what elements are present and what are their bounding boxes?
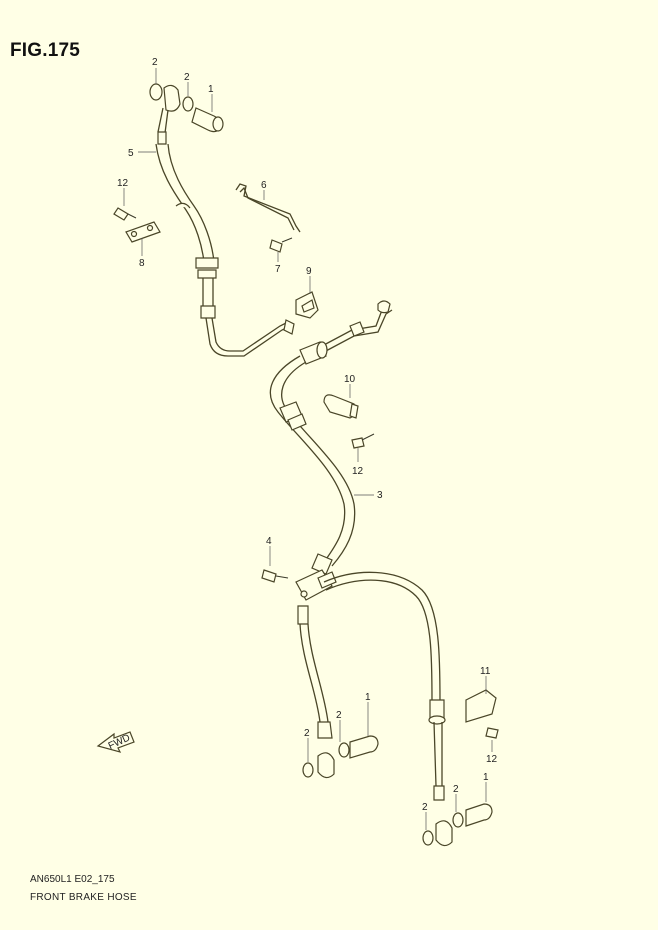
bolt-1-lower-right (465, 803, 493, 827)
clamp-9 (295, 291, 319, 319)
brake-hose-5 (155, 107, 295, 357)
callout-6: 6 (261, 180, 267, 191)
bracket-6-group (235, 183, 301, 253)
callout-numbers: 2 2 1 5 12 8 6 7 9 10 12 3 4 1 2 2 11 12… (117, 57, 498, 813)
lower-right-hose (323, 571, 493, 847)
callout-7: 7 (275, 264, 281, 275)
leader-lines (123, 68, 493, 830)
callout-9: 9 (306, 266, 312, 277)
clamp-11 (465, 689, 497, 723)
bolt-head-top (212, 116, 224, 132)
callout-2-top-left: 2 (152, 57, 158, 68)
banjo-top (163, 84, 181, 112)
callout-10: 10 (344, 374, 356, 385)
callout-2-top-right: 2 (184, 72, 190, 83)
joint-group (261, 569, 337, 601)
washer-2-lower-right-b (452, 812, 464, 828)
callout-8: 8 (139, 258, 145, 269)
clamp-10-group (323, 394, 375, 449)
callout-1-lower-left: 1 (365, 692, 371, 703)
washer-2-lower-left-b (338, 742, 350, 758)
callout-5: 5 (128, 148, 134, 159)
callout-4: 4 (266, 536, 272, 547)
grommet-lower-right (429, 699, 445, 719)
banjo-lower-left (317, 752, 335, 779)
bolt-7 (269, 239, 283, 253)
grommet-hose5 (195, 257, 219, 269)
diagram-caption: FRONT BRAKE HOSE (30, 892, 137, 903)
callout-12-lower: 12 (486, 754, 498, 765)
callout-2-lower-right-a: 2 (422, 802, 428, 813)
figure-title: FIG.175 (10, 40, 81, 61)
washer-2-top-left (149, 83, 163, 101)
washer-2-lower-left-a (302, 762, 314, 778)
bolt-12-upper (113, 207, 129, 221)
bolt-12-lower (485, 727, 499, 739)
washer-2-top-right (182, 96, 194, 112)
lower-left-hose (297, 605, 379, 779)
callout-11: 11 (480, 666, 491, 677)
top-banjo-assembly (149, 83, 224, 133)
bolt-4 (261, 569, 277, 583)
callout-3: 3 (377, 490, 383, 501)
callout-1-lower-right: 1 (483, 772, 489, 783)
callout-2-lower-left-a: 2 (304, 728, 310, 739)
diagram-code: AN650L1 E02_175 (30, 874, 115, 885)
callout-12-upper: 12 (117, 178, 129, 189)
clamp-11-group (465, 689, 499, 739)
fwd-arrow-icon: FWD (96, 731, 135, 753)
clamp-8 (125, 221, 161, 243)
brake-hose-3 (269, 300, 393, 575)
washer-2-lower-right-a (422, 830, 434, 846)
clamp-8-group (113, 207, 161, 243)
callout-2-lower-left-b: 2 (336, 710, 342, 721)
fwd-arrow-label: FWD (107, 732, 132, 752)
bolt-1-lower-left (349, 735, 379, 759)
bolt-12-mid (351, 437, 365, 449)
banjo-lower-right (435, 820, 453, 847)
callout-2-lower-right-b: 2 (453, 784, 459, 795)
callout-12-mid: 12 (352, 466, 364, 477)
callout-1-top: 1 (208, 84, 214, 95)
